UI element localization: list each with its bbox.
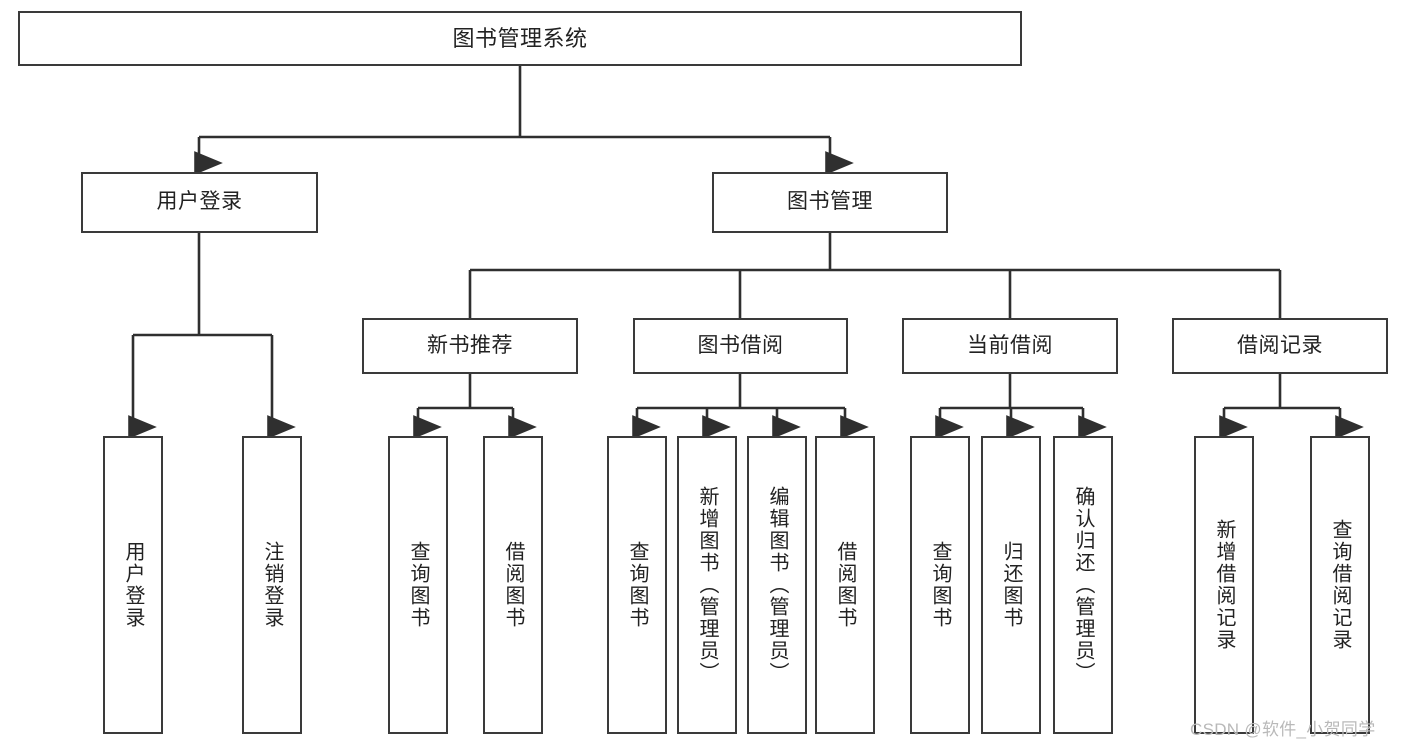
leaf-borrow-query-book[interactable]: 查询图书 [607,436,667,734]
node-label: 借阅图书 [502,541,524,629]
leaf-recommend-borrow-book[interactable]: 借阅图书 [483,436,543,734]
leaf-record-add-record[interactable]: 新增借阅记录 [1194,436,1254,734]
node-label: 查询借阅记录 [1329,519,1351,651]
leaf-user-login[interactable]: 用户登录 [103,436,163,734]
node-label: 归还图书 [1000,541,1022,629]
node-new-book-recommend[interactable]: 新书推荐 [362,318,578,374]
leaf-borrow-add-book[interactable]: 新增图书（管理员） [677,436,737,734]
node-current-borrow[interactable]: 当前借阅 [902,318,1118,374]
node-label: 查询图书 [407,541,429,629]
leaf-current-query-book[interactable]: 查询图书 [910,436,970,734]
node-label: 新书推荐 [427,333,513,357]
node-label: 用户登录 [156,190,243,214]
node-label: 查询图书 [626,541,648,629]
node-label: 查询图书 [929,541,951,629]
node-label: 借阅图书 [834,541,856,629]
leaf-record-query-record[interactable]: 查询借阅记录 [1310,436,1370,734]
node-label: 图书管理 [787,190,873,214]
node-label: 图书管理系统 [452,25,588,51]
node-label: 确认归还（管理员） [1072,486,1094,684]
node-label: 用户登录 [122,541,144,629]
leaf-current-confirm-return[interactable]: 确认归还（管理员） [1053,436,1113,734]
leaf-user-logout[interactable]: 注销登录 [242,436,302,734]
node-book-borrow[interactable]: 图书借阅 [633,318,848,374]
node-label: 编辑图书（管理员） [766,486,788,684]
node-label: 借阅记录 [1237,333,1323,357]
node-root-system[interactable]: 图书管理系统 [18,11,1022,66]
node-label: 图书借阅 [697,333,784,357]
node-label: 新增图书（管理员） [696,486,718,684]
leaf-recommend-query-book[interactable]: 查询图书 [388,436,448,734]
node-label: 新增借阅记录 [1213,519,1235,651]
node-label: 注销登录 [261,541,283,629]
node-book-management[interactable]: 图书管理 [712,172,948,233]
leaf-borrow-edit-book[interactable]: 编辑图书（管理员） [747,436,807,734]
node-user-login[interactable]: 用户登录 [81,172,318,233]
node-label: 当前借阅 [967,333,1053,357]
leaf-borrow-borrow-book[interactable]: 借阅图书 [815,436,875,734]
leaf-current-return-book[interactable]: 归还图书 [981,436,1041,734]
node-borrow-record[interactable]: 借阅记录 [1172,318,1388,374]
